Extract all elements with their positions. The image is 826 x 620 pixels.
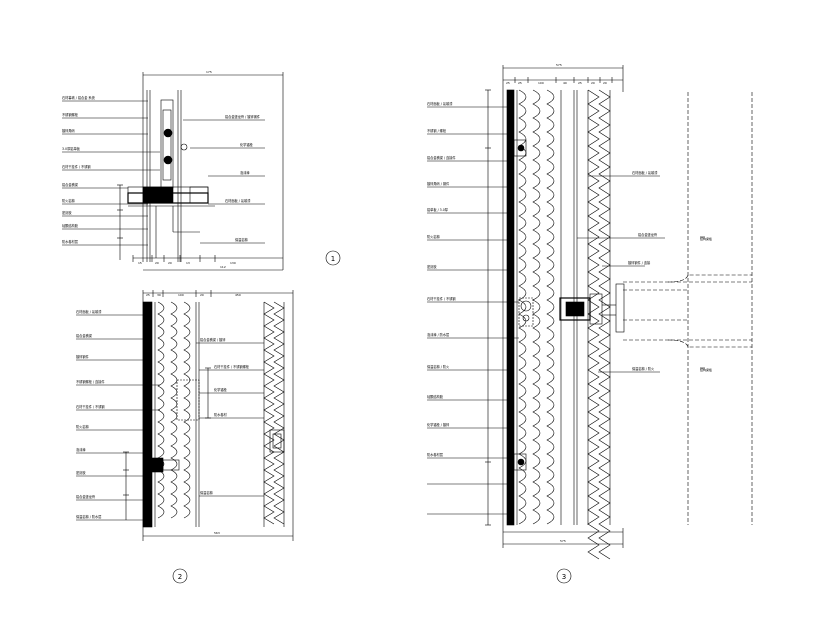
d2-label-right-2: 石材干挂件 / 不锈钢螺栓 (214, 364, 250, 369)
d3-label-left-11: 硅酮结构胶 (427, 394, 444, 399)
d2-label-left-2: 铝合金横梁 (76, 333, 93, 338)
d1-label-right-4: 石材面板 / 氟碳漆 (225, 198, 251, 203)
svg-text:结构梁板: 结构梁板 (700, 367, 712, 372)
svg-text:20: 20 (200, 293, 204, 297)
d1-label-left-2: 不锈钢螺栓 (62, 112, 79, 117)
d1-label-left-5: 石材干挂件 / 不锈钢 (62, 164, 91, 169)
d1-label-right-5: 保温岩棉 (235, 237, 248, 242)
detail-marker-1: 1 (325, 250, 341, 266)
d2-label-left-5: 石材干挂件 / 不锈钢 (76, 404, 105, 409)
svg-text:13: 13 (186, 261, 190, 265)
d1-label-left-10: 防水卷材层 (62, 239, 78, 244)
detail-3: 25 25 100 40 25 20 20 575 575 结构梁板 结构梁板 (427, 63, 753, 560)
detail-2: 25 30 100 20 450 563 (76, 290, 294, 541)
svg-text:563: 563 (214, 531, 220, 535)
d1-label-left-3: 镀锌角码 (62, 128, 75, 133)
svg-text:575: 575 (556, 63, 562, 67)
d3-label-left-3: 铝合金横梁 / 连接件 (427, 155, 456, 160)
svg-text:175: 175 (206, 70, 212, 74)
d2-label-right-3: 化学锚栓 (214, 387, 228, 392)
svg-text:20: 20 (155, 261, 159, 265)
detail-2-labels: 石材面板 / 氟碳漆 铝合金横梁 镀锌钢件 不锈钢螺栓 / 连接件 石材干挂件 … (76, 309, 250, 519)
d1-label-left-9: 硅酮结构胶 (62, 223, 79, 228)
d2-label-left-9: 铝合金竖龙骨 (76, 494, 95, 499)
d3-label-left-1: 石材面板 / 氟碳漆 (427, 101, 453, 106)
d3-label-right-2: 铝合金竖龙骨 (638, 232, 657, 237)
svg-text:25: 25 (506, 81, 510, 85)
detail-marker-3-number: 3 (562, 573, 566, 581)
detail-1-labels: 石材幕墙 / 铝合金 系统 不锈钢螺栓 镀锌角码 3.0厚铝单板 石材干挂件 /… (62, 95, 261, 244)
svg-text:575: 575 (560, 539, 566, 543)
d3-label-left-10: 保温岩棉 / 防火 (427, 364, 450, 369)
d2-label-left-10: 保温岩棉 / 防水层 (76, 514, 101, 519)
d3-label-left-6: 防火岩棉 (427, 234, 440, 239)
d2-label-left-4: 不锈钢螺栓 / 连接件 (76, 379, 105, 384)
svg-text:25: 25 (578, 81, 582, 85)
svg-text:450: 450 (235, 293, 241, 297)
d3-label-right-4: 保温岩棉 / 防火 (632, 366, 655, 371)
detail-2-leaders-left (76, 314, 160, 521)
d3-label-left-7: 密封胶 (427, 264, 437, 269)
d3-label-left-8: 石材干挂件 / 不锈钢 (427, 296, 456, 301)
svg-text:100: 100 (538, 81, 544, 85)
d1-label-left-7: 防火岩棉 (62, 198, 75, 203)
d1-label-left-4: 3.0厚铝单板 (62, 146, 81, 151)
d1-label-right-1: 铝合金竖龙骨 / 镀锌钢件 (225, 114, 261, 119)
svg-text:40: 40 (563, 81, 567, 85)
d2-label-right-4: 防水卷材 (214, 412, 228, 417)
d1-label-left-1: 石材幕墙 / 铝合金 系统 (62, 95, 96, 100)
detail-2-leaders-right (196, 342, 264, 497)
d2-label-left-1: 石材面板 / 氟碳漆 (76, 309, 102, 314)
d2-label-left-8: 密封胶 (76, 470, 86, 475)
detail-1-leaders-left (62, 100, 160, 246)
d3-label-left-9: 泡沫棒 / 防水层 (427, 332, 449, 337)
detail-3-leaders-left (427, 106, 519, 515)
svg-text:结构梁板: 结构梁板 (700, 236, 712, 241)
d1-label-left-8: 密封胶 (62, 210, 72, 215)
d2-label-right-1: 铝合金横梁 / 镀锌 (200, 337, 226, 342)
svg-text:20: 20 (591, 81, 595, 85)
svg-text:20: 20 (168, 261, 172, 265)
svg-text:25: 25 (518, 81, 522, 85)
d3-label-left-5: 铝单板 / 3.0厚 (427, 207, 449, 212)
d3-label-left-2: 不锈钢 / 螺栓 (427, 128, 447, 133)
detail-marker-2: 2 (172, 568, 188, 584)
svg-text:130: 130 (230, 261, 236, 265)
svg-text:100: 100 (178, 293, 184, 297)
detail-marker-1-number: 1 (331, 255, 335, 263)
detail-1-leaders-right (183, 119, 265, 244)
d1-label-right-3: 泡沫棒 (240, 170, 250, 175)
detail-3-leaders-right (577, 175, 705, 373)
svg-text:25: 25 (146, 293, 150, 297)
detail-marker-3: 3 (556, 568, 572, 584)
detail-marker-2-number: 2 (178, 573, 182, 581)
detail-1: 175 112 15 20 20 13 130 (62, 70, 284, 271)
d3-label-left-4: 镀锌角码 / 钢件 (427, 181, 450, 186)
d3-label-left-13: 防水卷材层 (427, 452, 443, 457)
d2-label-right-5: 保温岩棉 (200, 490, 213, 495)
svg-text:30: 30 (157, 293, 161, 297)
d2-label-left-3: 镀锌钢件 (76, 354, 90, 359)
d3-label-left-12: 化学锚栓 / 镀锌 (427, 422, 450, 427)
detail-3-labels: 石材面板 / 氟碳漆 不锈钢 / 螺栓 铝合金横梁 / 连接件 镀锌角码 / 钢… (427, 101, 658, 457)
svg-text:112: 112 (220, 265, 226, 269)
svg-text:15: 15 (138, 261, 142, 265)
d1-label-left-6: 铝合金横梁 (62, 182, 79, 187)
svg-text:20: 20 (603, 81, 607, 85)
d3-label-right-3: 镀锌钢件 / 连接 (628, 260, 651, 265)
d1-label-right-2: 化学锚栓 (240, 142, 254, 147)
d3-label-right-1: 石材面板 / 氟碳漆 (632, 170, 658, 175)
d2-label-left-7: 泡沫棒 (76, 447, 86, 452)
d2-label-left-6: 防火岩棉 (76, 424, 89, 429)
